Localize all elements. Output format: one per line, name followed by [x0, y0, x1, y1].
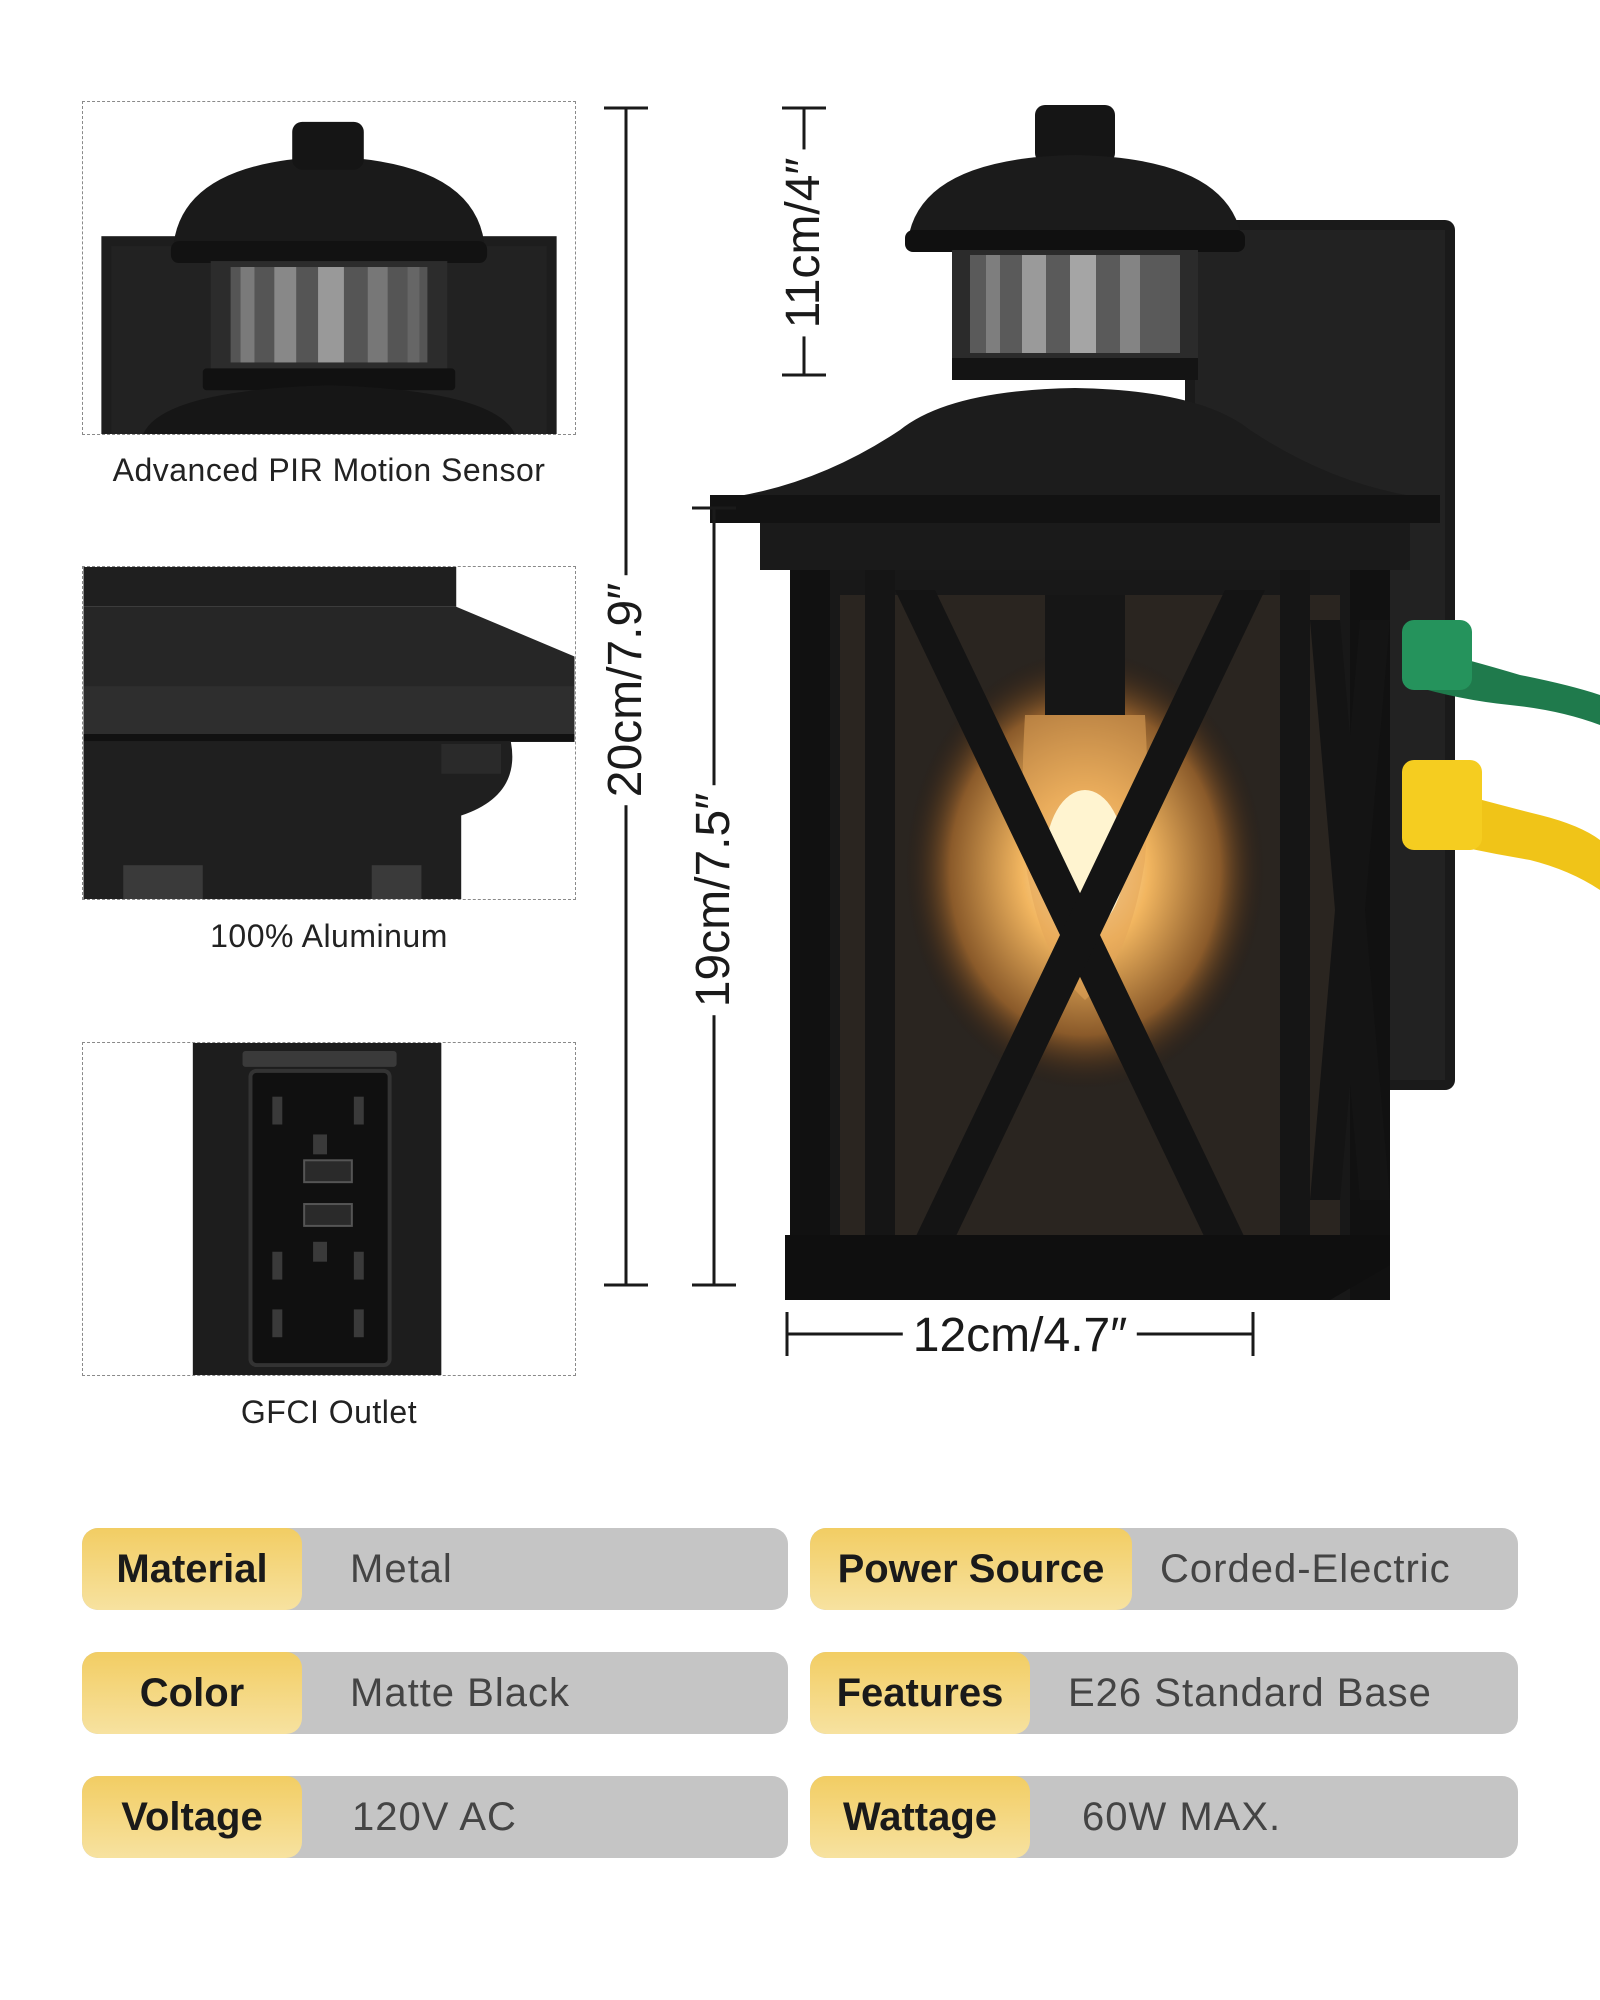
spec-material-label: Material: [82, 1528, 302, 1610]
sensor-height-label: 11cm/4″: [777, 149, 830, 337]
body-height-label: 19cm/7.5″: [687, 784, 740, 1016]
gfci-outlet-closeup: [192, 1043, 442, 1375]
spec-voltage: Voltage 120V AC: [82, 1776, 788, 1858]
outlet-caption: GFCI Outlet: [240, 1394, 418, 1430]
aluminum-detail-image: [82, 566, 576, 900]
spec-material-value: Metal: [350, 1546, 453, 1591]
spec-voltage-value: 120V AC: [352, 1794, 517, 1839]
spec-features-label: Features: [810, 1652, 1030, 1734]
outlet-detail-image: [82, 1042, 576, 1376]
spec-power-source-value: Corded-Electric: [1160, 1546, 1451, 1591]
spec-features-value: E26 Standard Base: [1068, 1670, 1432, 1715]
motion-sensor-closeup: [101, 121, 557, 434]
sensor-caption: Advanced PIR Motion Sensor: [112, 452, 546, 488]
spec-color-label: Color: [82, 1652, 302, 1734]
total-height-label: 20cm/7.9″: [599, 574, 652, 806]
spec-color-value: Matte Black: [350, 1670, 570, 1715]
lantern-product-image: [710, 105, 1600, 1300]
sensor-detail-image: [82, 101, 576, 435]
spec-wattage-label: Wattage: [810, 1776, 1030, 1858]
spec-material: Material Metal: [82, 1528, 788, 1610]
spec-features: Features E26 Standard Base: [810, 1652, 1518, 1734]
aluminum-roof-closeup: [83, 567, 575, 899]
spec-wattage: Wattage 60W MAX.: [810, 1776, 1518, 1858]
spec-power-source: Power Source Corded-Electric: [810, 1528, 1518, 1610]
spec-color: Color Matte Black: [82, 1652, 788, 1734]
spec-wattage-value: 60W MAX.: [1082, 1794, 1282, 1839]
width-label: 12cm/4.7″: [902, 1312, 1138, 1360]
spec-power-source-label: Power Source: [810, 1528, 1132, 1610]
aluminum-caption: 100% Aluminum: [210, 918, 448, 954]
spec-voltage-label: Voltage: [82, 1776, 302, 1858]
